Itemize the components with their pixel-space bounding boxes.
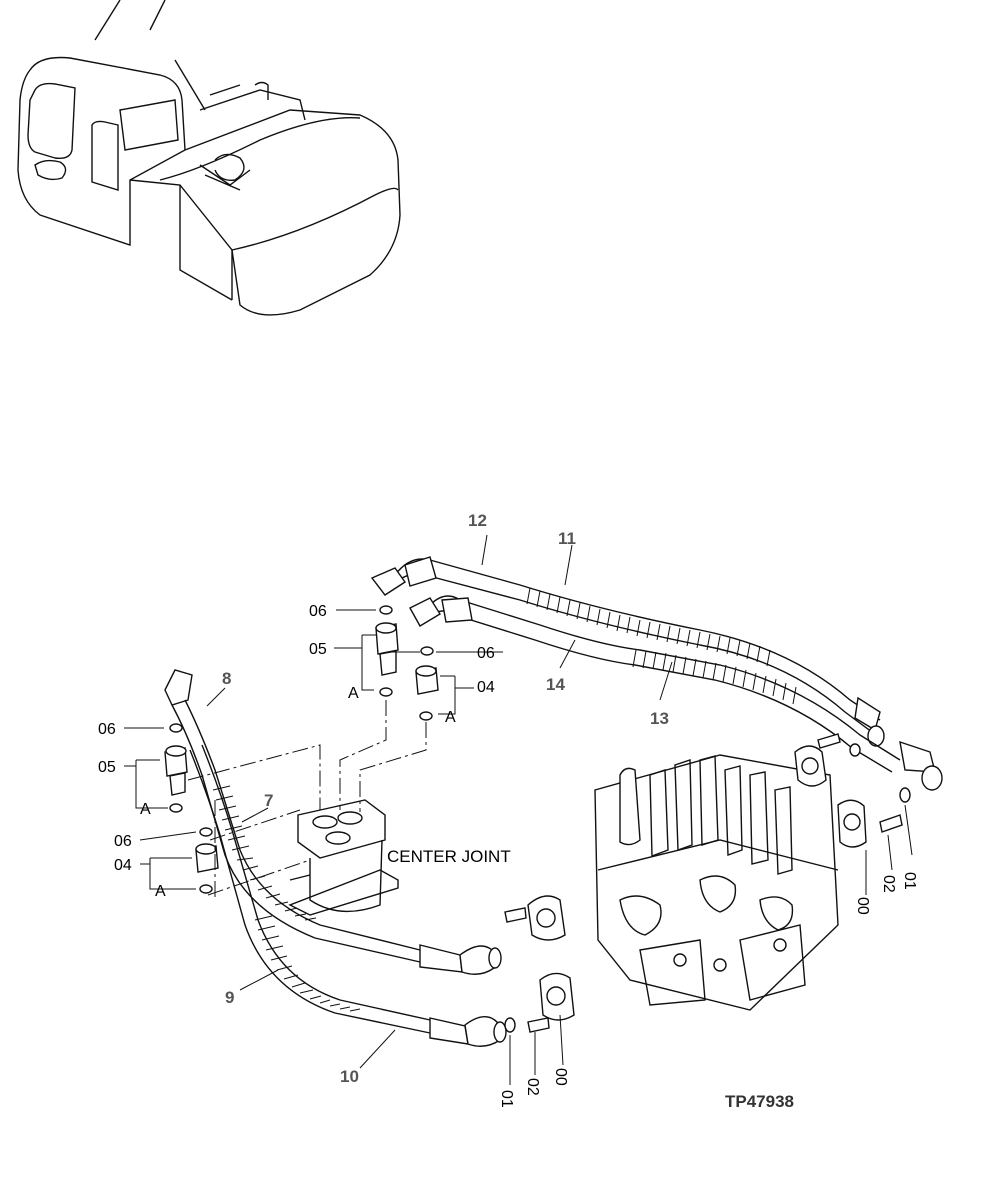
callout-05-left: 05: [98, 759, 116, 776]
callout-01-right: 01: [901, 872, 918, 890]
o-ring-06-top: [379, 605, 393, 615]
fittings-left: [164, 723, 219, 894]
callout-02-bottom: 02: [524, 1078, 541, 1096]
marker-a-left-2: A: [155, 883, 166, 900]
excavator-overview-illustration: [17, 0, 401, 316]
marker-a-left-1: A: [140, 801, 151, 818]
leader-lines: [187, 700, 427, 900]
callout-leaders: [124, 534, 913, 1085]
callout-7: 7: [264, 791, 273, 810]
callout-01-bottom: 01: [498, 1090, 515, 1108]
control-valve: [594, 754, 839, 1011]
callout-00-right: 00: [854, 897, 871, 915]
callout-13: 13: [650, 709, 669, 728]
center-joint-label: CENTER JOINT: [387, 847, 511, 866]
callout-10: 10: [340, 1067, 359, 1086]
callout-04-left: 04: [114, 857, 132, 874]
callout-06-right: 06: [477, 645, 495, 662]
callout-9: 9: [225, 988, 234, 1007]
callout-14: 14: [546, 675, 565, 694]
hose-9-10: [189, 744, 507, 1047]
hose-12: [370, 556, 885, 747]
center-joint: CENTER JOINT: [288, 799, 511, 916]
callout-06-left: 06: [98, 721, 116, 738]
fittings-upper: [375, 605, 439, 721]
flange-upper: [794, 733, 861, 787]
callout-labels: 12 11 14 13 8 7 9 10 06 05 A 06 04 A 06 …: [98, 511, 918, 1108]
callout-8: 8: [222, 669, 231, 688]
marker-a-top-right: A: [445, 709, 456, 726]
flange-mid: [504, 895, 566, 941]
callout-05-top: 05: [309, 641, 327, 658]
callout-06-left-2: 06: [114, 833, 132, 850]
hose-7-8: [164, 669, 502, 975]
callout-04-top: 04: [477, 679, 495, 696]
hose-14: [409, 595, 943, 791]
callout-00-bottom: 00: [552, 1068, 569, 1086]
marker-a-top-left: A: [348, 685, 359, 702]
figure-id: TP47938: [725, 1092, 794, 1111]
callout-02-right: 02: [880, 875, 897, 893]
flange-right: [837, 787, 911, 848]
callout-12: 12: [468, 511, 487, 530]
callout-11: 11: [558, 529, 576, 548]
callout-06-top: 06: [309, 603, 327, 620]
flange-lower: [504, 972, 575, 1033]
